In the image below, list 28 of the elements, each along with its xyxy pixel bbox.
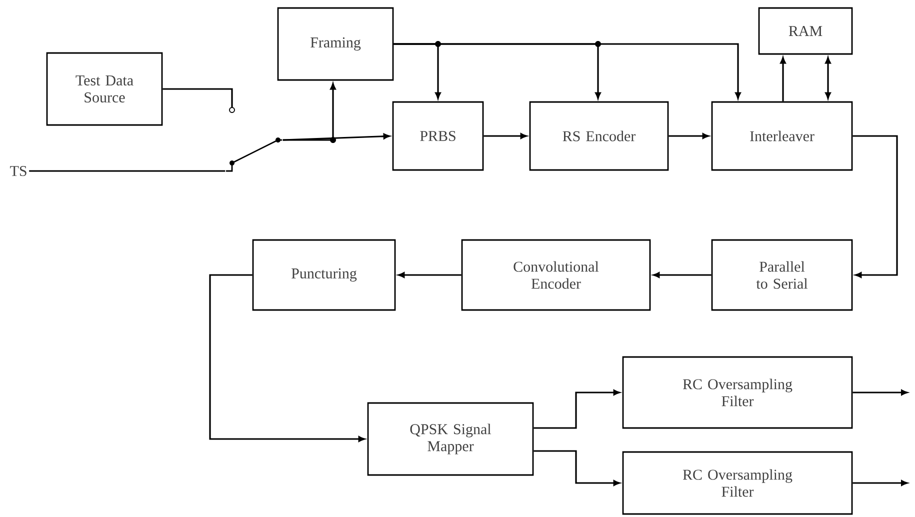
arrow <box>852 135 898 278</box>
block-box: RS Encoder <box>529 101 669 171</box>
arrow <box>398 272 462 278</box>
arrow <box>852 390 908 396</box>
signal-label: TS <box>10 166 26 176</box>
block-box: RC Oversampling Filter <box>622 356 853 429</box>
arrow <box>534 450 620 486</box>
arrow <box>825 57 831 99</box>
arrow <box>780 57 786 102</box>
block-box: Interleaver <box>711 101 853 171</box>
arrow <box>534 390 620 429</box>
block-box: RC Oversampling Filter <box>622 451 853 515</box>
arrow <box>282 83 336 141</box>
block-box: Convolutional Encoder <box>461 239 651 311</box>
block-box: Test Data Source <box>46 52 163 126</box>
arrow <box>653 272 712 278</box>
arrow <box>209 274 365 442</box>
arrow <box>484 133 527 139</box>
block-box: PRBS <box>392 101 484 171</box>
arrow <box>394 43 741 99</box>
block-box: RAM <box>758 7 853 55</box>
block-box: Puncturing <box>252 239 396 311</box>
block-box: QPSK Signal Mapper <box>367 402 534 476</box>
block-box: Parallel to Serial <box>711 239 853 311</box>
arrow <box>668 133 709 139</box>
arrow <box>852 480 908 486</box>
switch-symbol <box>226 107 282 172</box>
block-box: Framing <box>277 7 394 81</box>
